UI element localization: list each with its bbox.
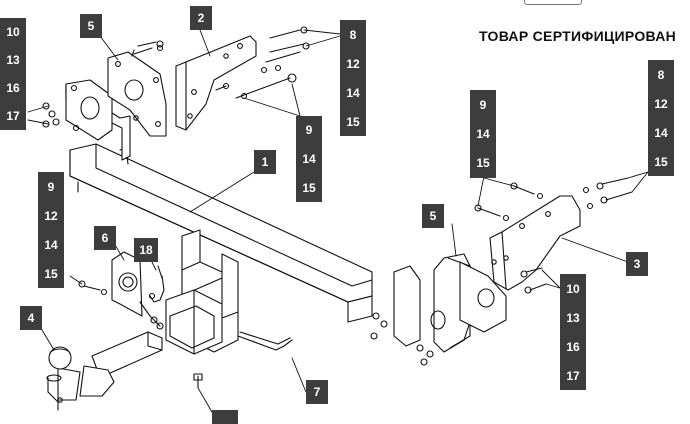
stack-num: 14	[476, 126, 490, 141]
stack-num: 9	[479, 97, 487, 112]
stack-num: 12	[654, 96, 668, 111]
callout-part-3: 3	[626, 252, 648, 276]
stack-top-mid: 9 14 15	[296, 116, 322, 202]
callout-blank	[212, 410, 238, 424]
callout-part-2: 2	[190, 6, 212, 30]
stack-right-mid: 9 14 15	[470, 90, 496, 178]
right-side-plate	[393, 253, 507, 353]
left-side-plate	[107, 51, 167, 137]
stack-num: 16	[6, 81, 20, 95]
stack-num: 10	[566, 281, 580, 296]
stack-num: 14	[302, 151, 316, 166]
stack-left-mid: 9 12 14 15	[38, 172, 64, 288]
ball-mount	[46, 331, 163, 411]
vertical-bracket	[175, 35, 257, 131]
leader-lines	[27, 29, 649, 413]
stack-top-left: 10 13 16 17	[0, 18, 26, 130]
stack-num: 12	[44, 208, 58, 223]
tow-ball	[48, 346, 72, 370]
stack-num: 8	[349, 27, 357, 42]
stack-num: 14	[346, 85, 360, 100]
stack-num: 15	[346, 114, 360, 129]
hitch-pin	[237, 331, 293, 351]
stack-num: 10	[6, 25, 20, 39]
stack-num: 15	[654, 154, 668, 169]
stack-num: 13	[566, 310, 580, 325]
certification-text: ТОВАР СЕРТИФИЦИРОВАН	[479, 28, 677, 44]
socket-bracket	[111, 251, 161, 327]
bolt-set	[42, 26, 633, 389]
stack-num: 9	[305, 123, 313, 138]
stack-num: 9	[47, 179, 55, 194]
callout-part-18: 18	[134, 238, 158, 262]
callout-part-5-left: 5	[80, 14, 102, 38]
stack-num: 17	[566, 368, 580, 383]
stack-far-right: 8 12 14 15	[648, 60, 674, 176]
main-crossbar	[69, 143, 373, 323]
stack-num: 8	[657, 67, 665, 82]
stack-num: 15	[302, 180, 316, 195]
stack-num: 14	[654, 125, 668, 140]
receiver-housing	[165, 229, 239, 355]
stack-num: 13	[6, 53, 20, 67]
stack-num: 15	[44, 266, 58, 281]
callout-part-4: 4	[20, 306, 42, 330]
stack-bottom-right: 10 13 16 17	[560, 274, 586, 390]
callout-part-7: 7	[306, 380, 328, 404]
left-mounting-plate	[65, 79, 113, 141]
top-frame-edge	[524, 0, 582, 5]
callout-part-6: 6	[94, 226, 116, 250]
stack-top-right-bolts: 8 12 14 15	[340, 20, 366, 136]
stack-num: 15	[476, 156, 490, 171]
stack-num: 17	[6, 109, 20, 123]
retaining-clip	[148, 265, 165, 303]
stack-num: 16	[566, 339, 580, 354]
stack-num: 14	[44, 237, 58, 252]
stack-num: 12	[346, 56, 360, 71]
callout-part-1: 1	[254, 150, 276, 174]
right-side-bracket	[489, 195, 581, 291]
callout-part-5-right: 5	[422, 204, 444, 228]
